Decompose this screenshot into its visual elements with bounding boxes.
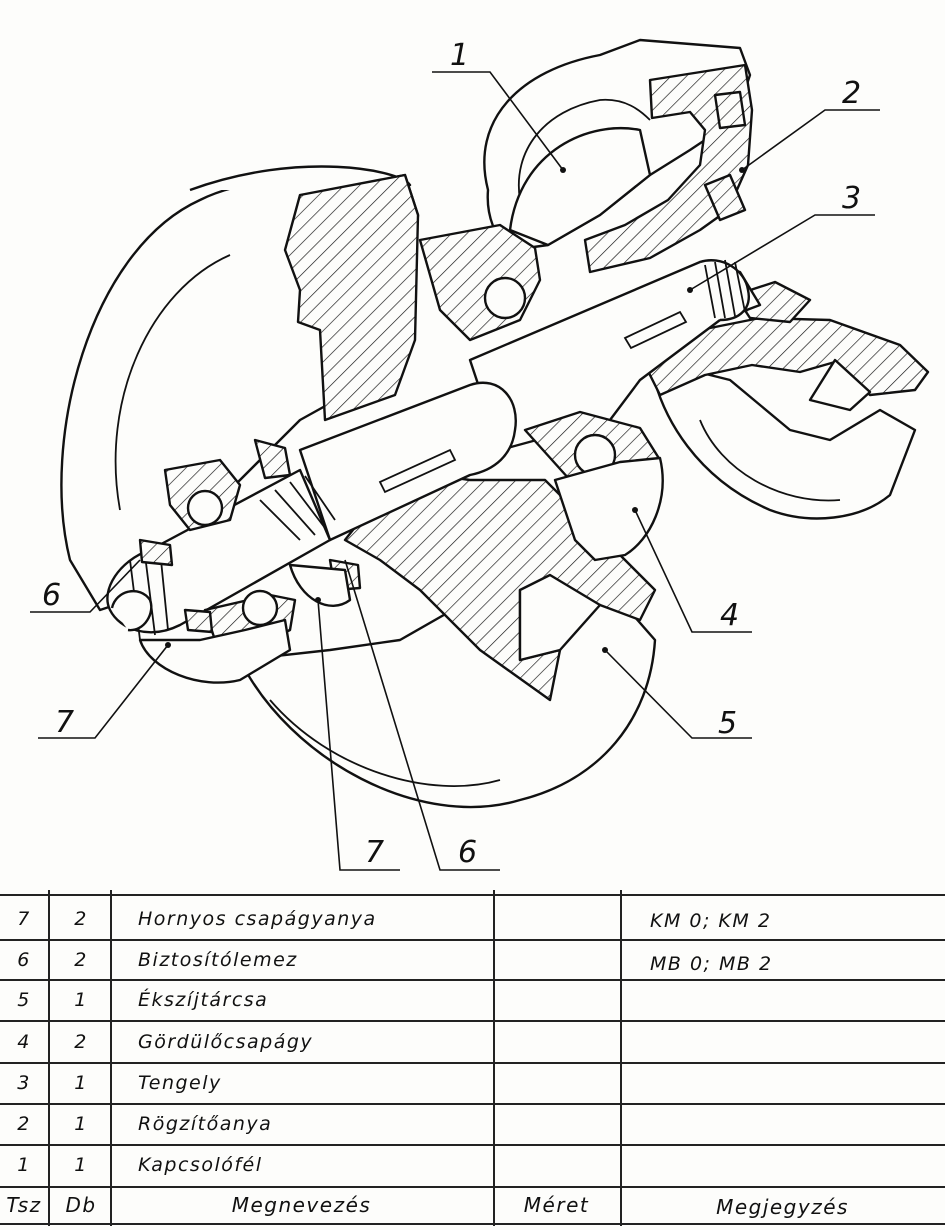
rolling-bearing [163,223,664,652]
header-size: Méret [523,1193,590,1217]
header-db: Db [65,1193,97,1217]
row-name: Ékszíjtárcsa [138,989,269,1011]
row-tsz: 5 [17,989,31,1011]
callout-6-bottom: 6 [458,835,477,870]
row-name: Tengely [138,1072,222,1094]
row-name: Gördülőcsapágy [138,1031,314,1053]
row-note: KM 0; KM 2 [650,910,772,932]
row-db: 1 [74,1113,88,1135]
parts-list-table: 7 2 Hornyos csapágyanya KM 0; KM 2 6 2 B… [0,880,945,1230]
row-tsz: 4 [17,1031,31,1053]
row-note: MB 0; MB 2 [650,953,773,975]
leader-lines [30,71,880,871]
assembly-drawing: 1 2 3 4 5 6 7 7 6 [30,38,930,871]
header-note: Megjegyzés [716,1195,849,1219]
lock-washer-and-nut [138,438,362,684]
row-tsz: 3 [17,1072,31,1094]
row-name: Rögzítőanya [138,1113,273,1135]
callout-5: 5 [718,706,737,741]
header-name: Megnevezés [231,1193,372,1217]
row-tsz: 6 [17,949,31,971]
shaft [106,259,762,641]
row-name: Biztosítólemez [138,949,298,971]
callout-4: 4 [720,598,739,633]
callout-7-left: 7 [55,705,74,740]
row-db: 1 [74,989,88,1011]
row-db: 2 [74,908,88,930]
callout-7-bottom: 7 [365,835,384,870]
callout-2: 2 [842,76,861,111]
row-db: 2 [74,1031,88,1053]
coupling-half [483,38,754,274]
row-db: 1 [74,1154,88,1176]
v-belt-pulley [60,165,657,809]
row-name: Kapcsolófél [138,1154,263,1176]
callout-3: 3 [842,181,861,216]
row-db: 1 [74,1072,88,1094]
header-tsz: Tsz [6,1193,42,1217]
callout-1: 1 [450,38,469,73]
row-tsz: 1 [17,1154,31,1176]
callout-6-left: 6 [42,578,61,613]
coupling-lower-part [638,280,930,520]
row-tsz: 7 [17,908,31,930]
row-tsz: 2 [17,1113,31,1135]
row-db: 2 [74,949,88,971]
row-name: Hornyos csapágyanya [138,908,377,930]
